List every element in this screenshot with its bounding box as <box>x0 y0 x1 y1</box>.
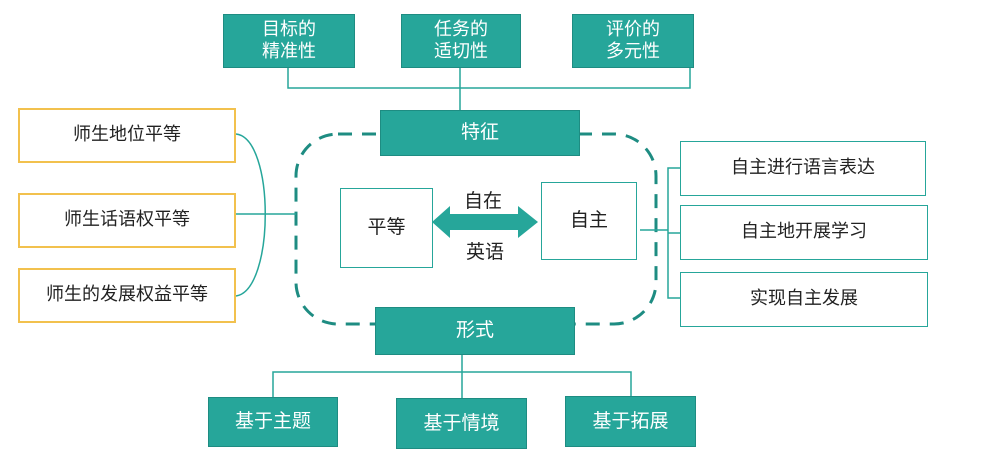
bottom-box-theme: 基于主题 <box>208 397 338 447</box>
left-connector <box>235 133 296 297</box>
top-connector <box>287 68 691 110</box>
right-box-expression: 自主进行语言表达 <box>680 141 926 196</box>
top-box-goal-line2: 精准性 <box>262 41 316 62</box>
top-box-task-line1: 任务的 <box>434 18 488 40</box>
bottom-connector <box>272 355 632 398</box>
center-equal-box: 平等 <box>340 188 433 268</box>
double-arrow <box>432 206 538 238</box>
right-box-development: 实现自主发展 <box>680 272 928 327</box>
left-box-development: 师生的发展权益平等 <box>18 268 236 323</box>
top-box-goal: 目标的 精准性 <box>223 14 355 68</box>
arrow-top-label: 自在 <box>464 190 503 212</box>
feature-header: 特征 <box>380 110 580 156</box>
arrow-bottom-label: 英语 <box>466 241 505 263</box>
top-box-evaluation-line2: 多元性 <box>606 41 660 62</box>
top-box-task-line2: 适切性 <box>434 41 488 62</box>
right-box-learning: 自主地开展学习 <box>680 205 928 260</box>
bottom-box-context: 基于情境 <box>396 398 527 449</box>
top-box-evaluation: 评价的 多元性 <box>572 14 694 68</box>
top-box-goal-line1: 目标的 <box>262 18 316 40</box>
center-autonomy-box: 自主 <box>541 182 637 260</box>
left-box-discourse: 师生话语权平等 <box>18 193 236 248</box>
top-box-evaluation-line1: 评价的 <box>606 18 660 40</box>
top-box-task: 任务的 适切性 <box>401 14 521 68</box>
bottom-box-extension: 基于拓展 <box>565 396 696 447</box>
right-connector <box>640 167 680 299</box>
left-box-status: 师生地位平等 <box>18 108 236 163</box>
form-header: 形式 <box>375 307 575 355</box>
